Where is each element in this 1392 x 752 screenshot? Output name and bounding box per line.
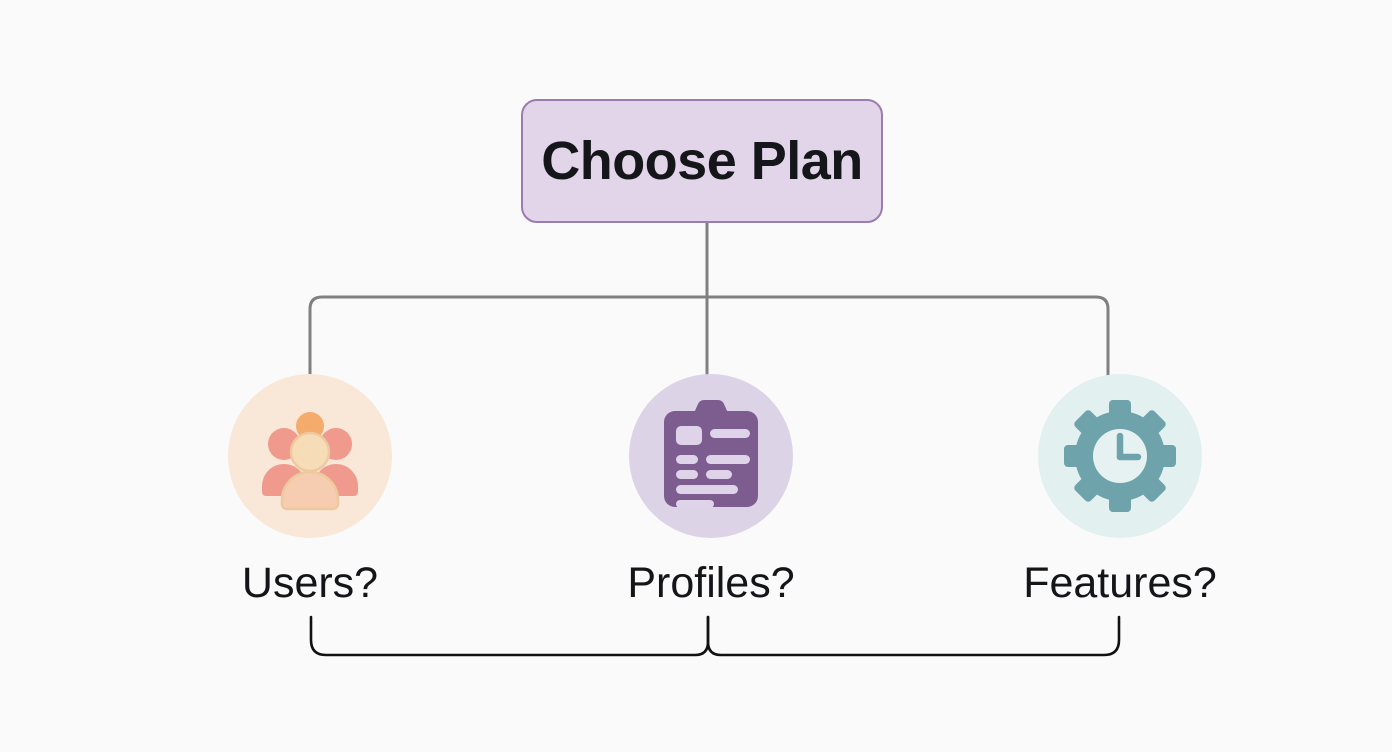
connector-horizontal-bus <box>308 295 1110 382</box>
brace-right-half <box>706 615 1121 657</box>
branch-label-features: Features? <box>1023 559 1217 607</box>
users-group-icon <box>262 412 358 511</box>
branch-label-users: Users? <box>241 559 379 607</box>
branch-node-features[interactable]: Features? <box>970 374 1270 605</box>
branch-node-users[interactable]: Users? <box>160 374 460 605</box>
clipboard-profile-icon <box>664 400 758 508</box>
branch-label-profiles: Profiles? <box>627 559 795 607</box>
users-icon-circle <box>228 374 392 538</box>
profiles-icon-circle <box>629 374 793 538</box>
features-icon-circle <box>1038 374 1202 538</box>
brace-left-half <box>309 615 710 657</box>
gear-clock-icon <box>1064 400 1176 512</box>
branch-node-profiles[interactable]: Profiles? <box>561 374 861 605</box>
root-node-label: Choose Plan <box>541 131 863 191</box>
root-node-choose-plan[interactable]: Choose Plan <box>521 99 883 223</box>
